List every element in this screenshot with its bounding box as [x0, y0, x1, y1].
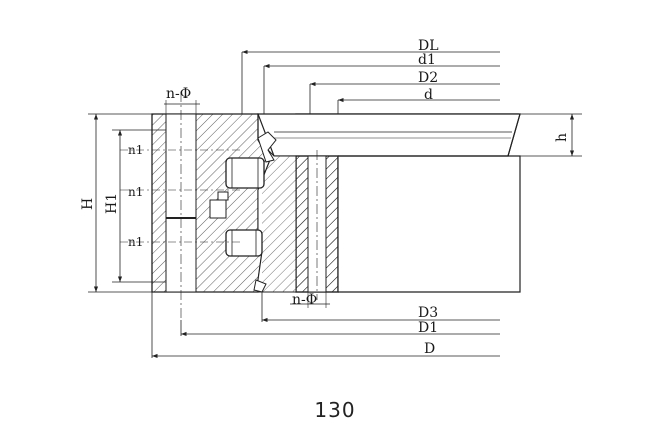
dim-DL: DL [418, 38, 439, 54]
hole-label-bottom: n-Φ [292, 292, 317, 308]
dim-h: h [554, 133, 570, 142]
dim-D: D [424, 341, 435, 357]
dim-D3: D3 [418, 305, 438, 321]
dim-d: d [424, 87, 433, 103]
n1-label-1: n1 [128, 143, 143, 157]
dim-d1: d1 [418, 52, 436, 68]
dim-H: H [80, 198, 96, 210]
dim-D2: D2 [418, 70, 438, 86]
dim-H1: H1 [104, 193, 120, 214]
top-dimensions [241, 49, 500, 114]
height-dimensions [88, 113, 166, 293]
page-number: 130 [314, 398, 356, 422]
roller-upper [225, 157, 265, 189]
hole-label-top: n-Φ [166, 86, 191, 102]
roller-lower [225, 229, 263, 257]
grease-fitting [209, 191, 229, 219]
h-dimension [510, 113, 582, 157]
top-seal [257, 131, 277, 163]
dim-D1: D1 [418, 320, 438, 336]
n1-label-3: n1 [128, 235, 143, 249]
bottom-dimensions [151, 292, 500, 359]
n1-label-2: n1 [128, 185, 143, 199]
